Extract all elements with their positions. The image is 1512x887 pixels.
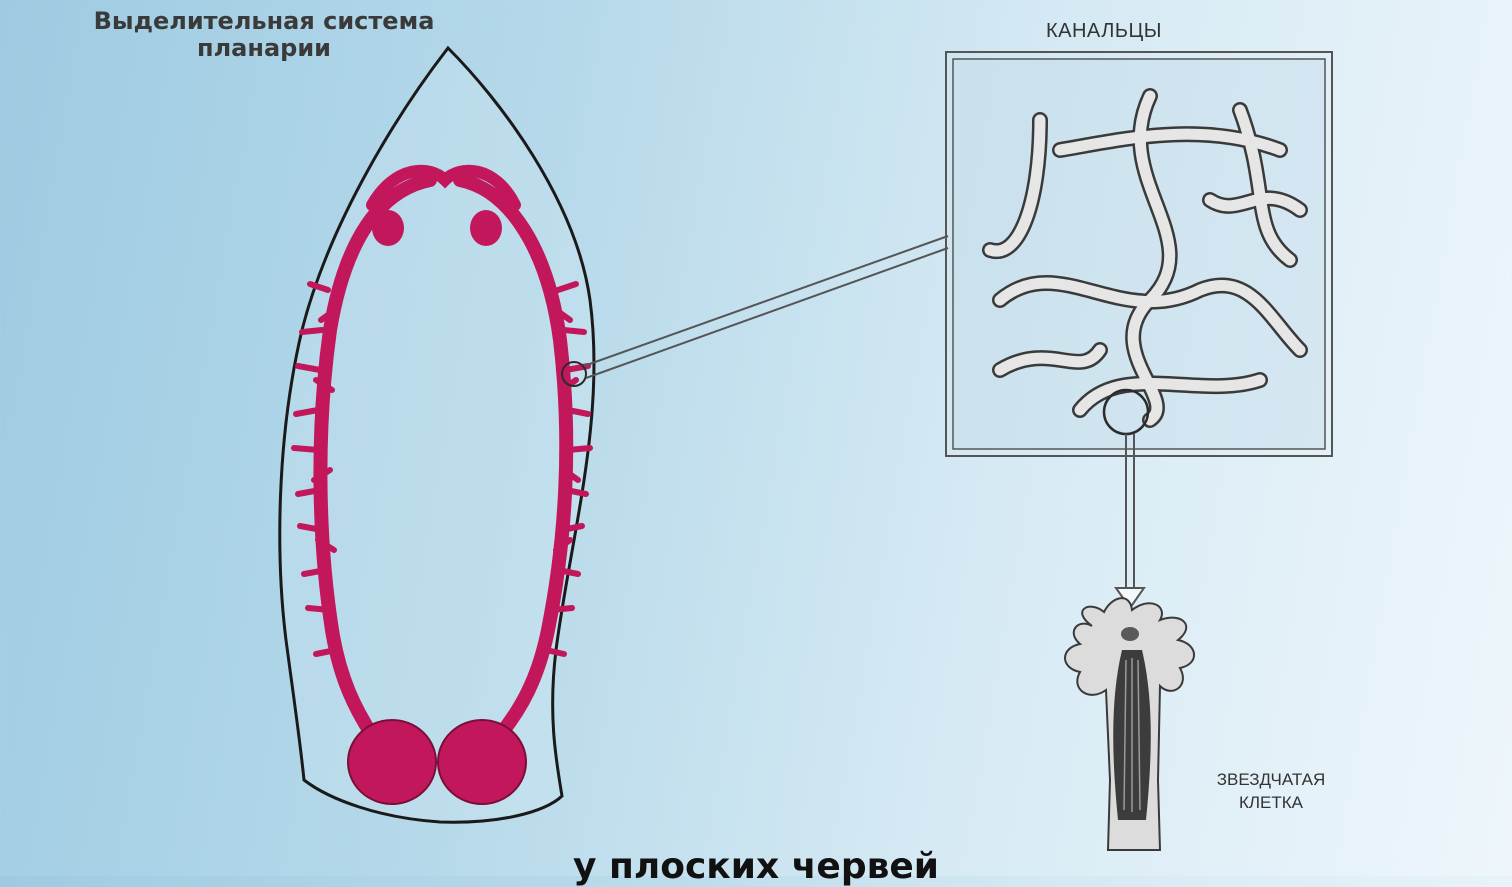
arrow-down-to-star-cell [1116,434,1144,608]
connector-line-top [584,236,948,366]
star-cell-nucleus [1121,627,1139,641]
head-lobe-right [470,210,502,246]
star-cell [1065,598,1194,850]
caption: у плоских червей [0,846,1512,887]
head-lobe-left [372,210,404,246]
connector-line-bottom [586,248,948,378]
excretory-bladder-right [438,720,526,804]
excretory-bladder-left [348,720,436,804]
